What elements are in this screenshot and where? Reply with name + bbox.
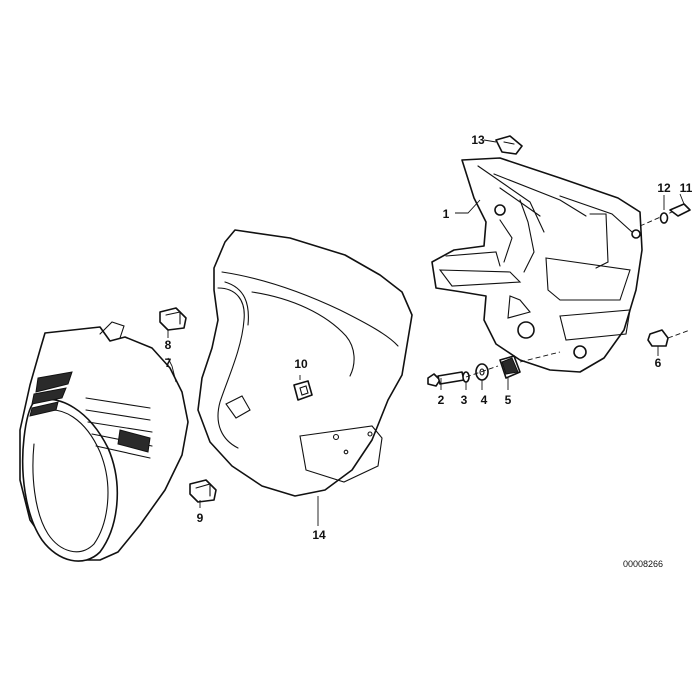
callout-5: 5 (505, 393, 512, 407)
washer-part-4 (475, 363, 489, 381)
callout-4: 4 (481, 393, 488, 407)
callout-9: 9 (197, 511, 204, 525)
callout-2: 2 (438, 393, 445, 407)
grommet-part-5 (499, 355, 521, 379)
bushing-part-6 (647, 329, 691, 347)
callout-14: 14 (312, 528, 326, 542)
clip-nut-part (293, 380, 313, 401)
washer-part-12 (659, 212, 669, 224)
callout-1: 1 (443, 207, 450, 221)
screw-part-11 (639, 203, 691, 227)
clip-part (159, 307, 187, 331)
clip-part-lower (189, 479, 217, 503)
bracket-part (431, 157, 643, 373)
leader-lines (167, 139, 685, 526)
nut-part (495, 135, 523, 155)
callout-12: 12 (657, 181, 671, 195)
callout-7: 7 (165, 356, 172, 370)
callout-10: 10 (294, 357, 308, 371)
assembly-axis-line (465, 351, 561, 378)
headlight-ring-part (19, 321, 189, 562)
callout-6: 6 (655, 356, 662, 370)
callout-13: 13 (471, 133, 485, 147)
callout-11: 11 (680, 181, 693, 195)
bolt-part-2 (427, 371, 465, 387)
callout-3: 3 (461, 393, 468, 407)
callout-8: 8 (165, 338, 172, 352)
diagram-reference-number: 00008266 (623, 559, 663, 569)
headlight-housing-part (197, 229, 413, 497)
callout-labels: 1 2 3 4 5 6 7 8 9 10 11 12 13 14 (165, 133, 693, 542)
